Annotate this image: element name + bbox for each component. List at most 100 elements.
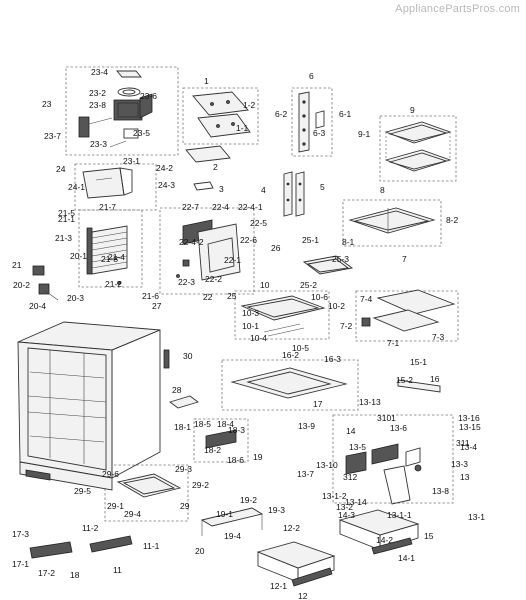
callout-label: 17-1 <box>12 559 29 569</box>
callout-label: 19-3 <box>268 505 285 515</box>
callout-label: 20-3 <box>67 293 84 303</box>
callout-label: 1-1 <box>236 123 249 133</box>
callout-label: 10-3 <box>242 308 259 318</box>
callout-label: 1 <box>204 76 209 86</box>
callout-label: 18-4 <box>217 419 234 429</box>
group-frame-18 <box>193 418 249 463</box>
callout-label: 7-1 <box>387 338 400 348</box>
callout-label: 1-2 <box>243 100 256 110</box>
callout-label: 13-1-1 <box>387 510 412 520</box>
callout-label: 22-7 <box>182 202 199 212</box>
callout-label: 21-2 <box>105 279 122 289</box>
callout-label: 18-1 <box>174 422 191 432</box>
callout-label: 21-4 <box>108 252 125 262</box>
callout-label: 12-1 <box>270 581 287 591</box>
callout-label: 29 <box>180 501 190 511</box>
part-cover-panel <box>192 91 251 138</box>
callout-label: 13-6 <box>390 423 407 433</box>
callout-label: 23-5 <box>133 128 150 138</box>
part-shelf-7 <box>361 289 456 332</box>
callout-label: 18-3 <box>228 425 245 435</box>
part-ice-bucket <box>82 167 133 199</box>
part-shelf-25 <box>302 255 354 275</box>
callout-label: 29-5 <box>74 486 91 496</box>
callout-label: 312 <box>343 472 357 482</box>
part-shelf-10 <box>240 295 326 337</box>
callout-label: 8-1 <box>342 237 355 247</box>
callout-label: 23-6 <box>140 91 157 101</box>
callout-label: 16-3 <box>324 354 341 364</box>
callout-label: 8 <box>380 185 385 195</box>
callout-label: 24-3 <box>158 180 175 190</box>
callout-label: 19-1 <box>216 509 233 519</box>
group-frame-6 <box>291 87 333 157</box>
callout-label: 10-5 <box>292 343 309 353</box>
callout-label: 13-8 <box>432 486 449 496</box>
callout-label: 13-3 <box>451 459 468 469</box>
callout-label: 22-6 <box>240 235 257 245</box>
part-15 <box>397 379 441 393</box>
callout-label: 13-10 <box>316 460 338 470</box>
callout-label: 22-1 <box>224 255 241 265</box>
group-frame-7 <box>355 290 459 342</box>
callout-label: 23-8 <box>89 100 106 110</box>
callout-label: 29-6 <box>102 469 119 479</box>
callout-label: 22-3 <box>178 277 195 287</box>
callout-label: 26 <box>271 243 281 253</box>
callout-label: 25 <box>227 291 237 301</box>
callout-label: 2 <box>213 162 218 172</box>
callout-label: 24-2 <box>156 163 173 173</box>
callout-label: 25-2 <box>300 280 317 290</box>
part-30 <box>163 349 170 369</box>
callout-label: 3101 <box>377 413 396 423</box>
callout-label: 10-4 <box>250 333 267 343</box>
callout-label: 10 <box>260 280 270 290</box>
part-evaporator <box>86 225 128 285</box>
callout-label: 21-1 <box>58 214 75 224</box>
callout-label: 22-4-1 <box>238 202 263 212</box>
callout-label: 6-2 <box>275 109 288 119</box>
callout-label: 13-16 <box>458 413 480 423</box>
callout-label: 14 <box>346 426 356 436</box>
part-control-assembly-13 <box>345 443 422 505</box>
callout-label: 6-3 <box>313 128 326 138</box>
part-29 <box>116 473 182 498</box>
callout-label: 20-2 <box>13 280 30 290</box>
group-frame-1 <box>182 87 259 145</box>
callout-label: 28 <box>172 385 182 395</box>
callout-label: 21 <box>12 260 22 270</box>
callout-label: 10-2 <box>328 301 345 311</box>
callout-label: 13-1 <box>468 512 485 522</box>
callout-label: 6-1 <box>339 109 352 119</box>
callout-label: 17 <box>313 399 323 409</box>
callout-label: 13-13 <box>359 397 381 407</box>
callout-label: 19-4 <box>224 531 241 541</box>
callout-label: 18-2 <box>204 445 221 455</box>
part-18 <box>205 429 237 449</box>
callout-label: 14-1 <box>398 553 415 563</box>
callout-label: 13-4 <box>460 442 477 452</box>
part-drawer-14 <box>338 509 420 555</box>
group-frame-10 <box>234 290 330 340</box>
group-frame-16 <box>221 359 359 411</box>
callout-label: 14-2 <box>376 535 393 545</box>
callout-label: 7-3 <box>432 332 445 342</box>
callout-label: 21-6 <box>142 291 159 301</box>
callout-label: 14-3 <box>338 510 355 520</box>
callout-label: 29-4 <box>124 509 141 519</box>
callout-label: 5 <box>320 182 325 192</box>
callout-label: 8-2 <box>446 215 459 225</box>
callout-label: 13-14 <box>345 497 367 507</box>
callout-label: 30 <box>183 351 193 361</box>
part-ice-maker <box>78 70 153 148</box>
part-19 <box>200 507 264 536</box>
callout-label: 22-2 <box>205 274 222 284</box>
part-shelf-8 <box>348 207 436 234</box>
part-refrigerator-cabinet <box>17 321 161 491</box>
callout-label: 20-4 <box>29 301 46 311</box>
callout-label: 13-1-2 <box>322 491 347 501</box>
callout-label: 21-7 <box>99 202 116 212</box>
callout-label: 12 <box>298 591 308 600</box>
